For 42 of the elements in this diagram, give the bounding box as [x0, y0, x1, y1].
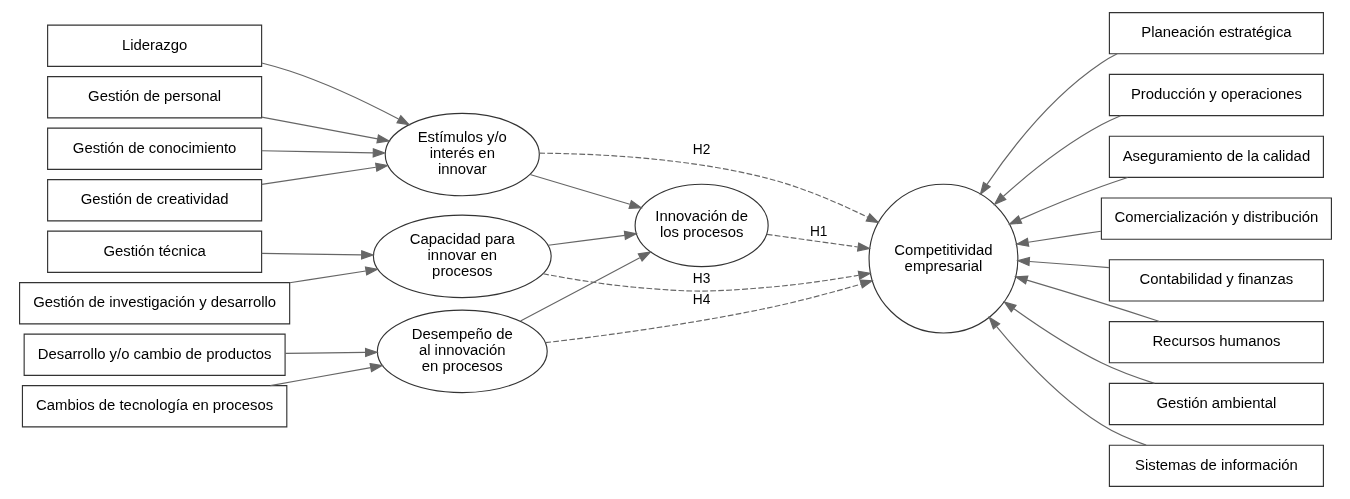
node-box: Gestión ambiental: [1108, 382, 1324, 426]
node-box: Gestión de investigación y desarrollo: [18, 282, 290, 325]
node-box: Sistemas de información: [1108, 444, 1324, 487]
node-ellipse: Desempeño de al innovación en procesos: [376, 309, 548, 394]
arrow: [547, 230, 638, 246]
arrow: [269, 362, 384, 387]
arrow: [260, 250, 375, 260]
node-box: Gestión técnica: [46, 230, 262, 273]
node-box: Planeación estratégica: [1108, 12, 1324, 55]
node-box: Gestión de creatividad: [46, 179, 262, 222]
node-ellipse: Capacidad para innovar en procesos: [372, 214, 552, 299]
arrow: [1015, 256, 1109, 269]
edge-label: H4: [692, 291, 710, 307]
node-box: Contabilidad y finanzas: [1108, 259, 1324, 302]
node-box: Desarrollo y/o cambio de productos: [23, 333, 286, 376]
arrow: [979, 53, 1118, 196]
arrow: [288, 266, 379, 284]
arrow: [260, 62, 411, 126]
node-box: Producción y operaciones: [1108, 73, 1324, 117]
arrow: [284, 347, 379, 358]
node-box: Comercialización y distribución: [1100, 197, 1332, 240]
arrow: [538, 152, 880, 224]
arrow: [992, 115, 1121, 206]
node-box: Aseguramiento de la calidad: [1108, 135, 1324, 178]
arrow: [260, 162, 389, 185]
arrow: [765, 233, 871, 252]
arrow: [260, 148, 386, 158]
arrow: [1007, 176, 1128, 225]
arrow: [542, 270, 872, 292]
node-box: Liderazgo: [46, 24, 262, 67]
node-box: Cambios de tecnología en procesos: [21, 385, 287, 428]
node-box: Recursos humanos: [1108, 321, 1324, 364]
node-box: Gestión de personal: [46, 76, 262, 119]
node-box: Gestión de conocimiento: [46, 127, 262, 170]
arrow: [529, 173, 643, 209]
edge-label: H1: [809, 224, 827, 240]
edge-label: H2: [692, 142, 710, 158]
arrow: [1014, 230, 1101, 247]
arrow: [544, 279, 874, 344]
edge-label: H3: [692, 271, 710, 287]
arrow: [260, 116, 391, 144]
arrow: [519, 251, 652, 322]
